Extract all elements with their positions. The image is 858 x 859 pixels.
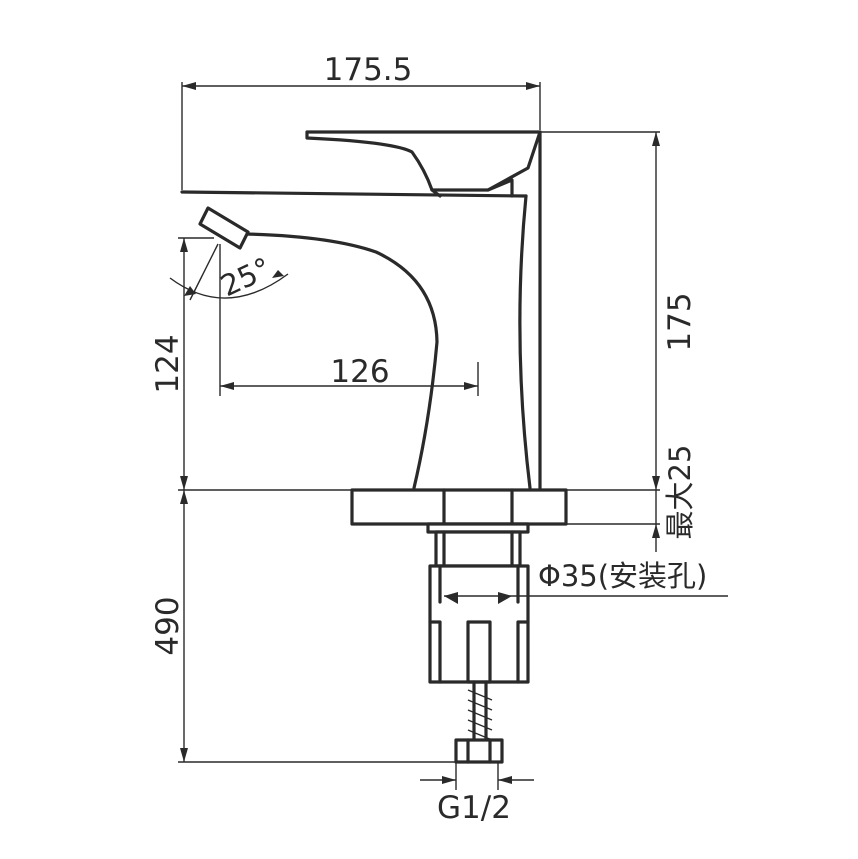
mounting-nut <box>428 564 530 684</box>
aerator <box>198 206 250 250</box>
spout-height-label: 124 <box>150 334 186 393</box>
body-height-label: 175 <box>662 292 698 351</box>
deck-plate <box>350 488 568 526</box>
dim-spout-angle: 25° <box>169 243 289 304</box>
spout-angle-label: 25° <box>215 251 276 304</box>
faucet-outline <box>180 130 542 490</box>
body-top <box>180 190 528 198</box>
dim-mounting-hole: Φ35(安装孔) <box>444 559 728 604</box>
dim-max-deck: 最大25 <box>566 445 697 552</box>
dim-spout-reach: 126 <box>219 244 479 396</box>
body-front-curve <box>518 194 532 490</box>
dim-spout-height: 124 <box>150 237 214 490</box>
dim-overall-width: 175.5 <box>181 52 541 190</box>
dim-hose-length: 490 <box>150 490 500 763</box>
dim-body-height: 175 <box>540 131 698 490</box>
dim-thread: G1/2 <box>420 762 534 826</box>
overall-width-label: 175.5 <box>324 52 413 88</box>
spout-profile <box>243 232 439 490</box>
max-deck-label: 最大25 <box>663 445 697 540</box>
threaded-shank <box>434 530 522 568</box>
hose-nut <box>454 738 504 764</box>
thread-label: G1/2 <box>437 790 511 826</box>
spout-reach-label: 126 <box>330 354 389 390</box>
supply-hose <box>454 680 504 764</box>
hose-length-label: 490 <box>150 596 186 655</box>
mounting-hole-label: Φ35(安装孔) <box>538 559 707 593</box>
